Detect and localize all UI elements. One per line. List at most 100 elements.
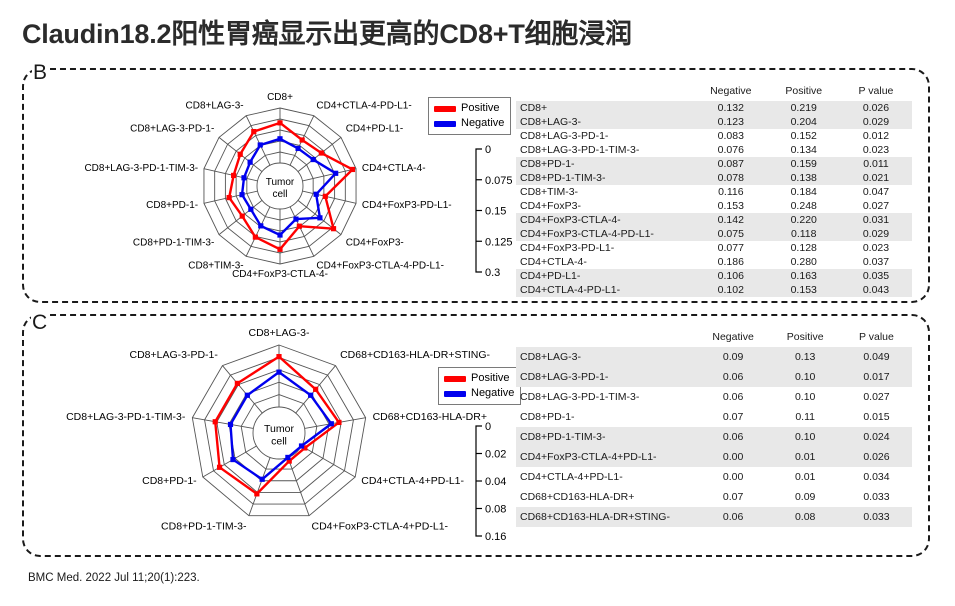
table-cell: 0.06 <box>722 371 744 383</box>
table-cell: CD8+PD-1- <box>520 411 575 423</box>
table-cell: 0.012 <box>862 130 890 142</box>
radar-data-point <box>295 145 301 152</box>
scale-tick-label: 0.08 <box>485 504 506 516</box>
panel-b-letter: B <box>32 61 49 84</box>
radar-spoke <box>203 168 258 182</box>
table-cell: CD4+PD-L1- <box>520 270 581 282</box>
table-cell: 0.017 <box>863 371 890 383</box>
radar-data-point <box>317 215 323 221</box>
radar-axis-label: CD8+LAG-3-PD-1- <box>130 124 214 135</box>
column-header: Positive <box>786 331 824 343</box>
radar-spoke <box>302 168 357 182</box>
legend-swatch-negative <box>434 120 456 127</box>
table-cell: CD4+FoxP3-PD-L1- <box>520 242 615 254</box>
table-cell: 0.10 <box>794 371 816 383</box>
radar-spoke <box>287 457 310 516</box>
panel-c-letter: C <box>31 311 49 334</box>
radar-center-label: Tumor <box>266 177 295 188</box>
table-cell: CD4+CTLA-4+PD-L1- <box>520 471 623 483</box>
table-cell: 0.043 <box>862 284 890 296</box>
table-cell: 0.027 <box>862 200 890 212</box>
table-cell: 0.075 <box>717 228 744 240</box>
table-cell: 0.011 <box>863 158 889 170</box>
scale-tick-label: 0.04 <box>485 476 506 488</box>
radar-grid-ring <box>191 344 367 517</box>
radar-data-point <box>277 136 283 142</box>
radar-data-point <box>230 456 236 463</box>
table-cell: CD68+CD163-HLA-DR+STING- <box>520 511 670 523</box>
radar-data-point <box>322 193 328 199</box>
radar-data-point <box>277 246 283 252</box>
radar-center-circle <box>256 162 304 210</box>
table-cell: 0.015 <box>863 411 890 423</box>
radar-data-point <box>286 458 292 464</box>
legend-swatch-positive <box>434 105 456 112</box>
table-cell: 0.00 <box>722 451 744 463</box>
radar-data-point <box>237 151 243 157</box>
table-cell: CD4+FoxP3-CTLA-4- <box>520 214 621 226</box>
radar-spoke <box>222 365 263 414</box>
radar-data-point <box>252 234 258 240</box>
radar-data-point <box>227 421 234 428</box>
table-cell: 0.076 <box>717 144 744 156</box>
radar-plot: TumorcellCD8+LAG-3-CD68+CD163-HLA-DR+STI… <box>66 327 490 532</box>
table-cell: 0.118 <box>790 228 817 240</box>
radar-center-label: cell <box>272 189 287 200</box>
radar-center-label: Tumor <box>264 423 294 435</box>
scale-tick-label: 0.075 <box>485 175 513 187</box>
table-cell: 0.128 <box>790 242 817 254</box>
table-cell: 0.083 <box>717 130 744 142</box>
legend-swatch-positive <box>444 375 466 382</box>
radar-data-point <box>212 419 218 425</box>
radar-plot: TumorcellCD8+CD4+CTLA-4-PD-L1-CD4+PD-L1-… <box>84 92 451 280</box>
radar-data-point <box>254 491 260 497</box>
radar-axis-label: CD68+CD163-HLA-DR+STING- <box>340 349 490 361</box>
radar-axis-label: CD4+FoxP3-CTLA-4- <box>232 269 328 280</box>
radar-data-point <box>231 172 237 179</box>
table-cell: 0.033 <box>863 491 890 503</box>
table-cell: 0.116 <box>718 186 744 198</box>
column-header <box>516 84 694 101</box>
radar-data-point <box>226 195 232 201</box>
table-cell: 0.204 <box>790 116 817 128</box>
scale-tick-label: 0.125 <box>485 236 513 248</box>
table-cell: 0.024 <box>863 431 890 443</box>
scale-tick-label: 0.15 <box>485 206 506 218</box>
table-cell: CD8+TIM-3- <box>520 186 579 198</box>
radar-axis-label: CD4+FoxP3-CTLA-4-PD-L1- <box>316 261 444 272</box>
table-cell: 0.08 <box>794 511 816 523</box>
radar-axis-label: CD8+PD-1- <box>142 475 197 487</box>
table-cell: CD8+PD-1-TIM-3- <box>520 172 606 184</box>
table-cell: 0.034 <box>863 471 890 483</box>
radar-axis-label: CD8+LAG-3-PD-1-TIM-3- <box>66 411 186 423</box>
radar-center-circle <box>252 406 306 460</box>
scale-tick-label: 0.16 <box>485 531 506 543</box>
table-cell: 0.186 <box>717 256 744 268</box>
table-cell: CD8+LAG-3- <box>520 116 581 128</box>
radar-axis-label: CD8+LAG-3- <box>249 328 310 339</box>
table-cell: 0.132 <box>717 102 744 114</box>
table-cell: 0.11 <box>795 411 815 423</box>
radar-grid-ring <box>216 369 342 493</box>
radar-spoke <box>245 206 271 257</box>
legend-label-positive: Positive <box>461 102 500 114</box>
radar-data-point <box>310 156 316 163</box>
legend-row-positive: Positive <box>444 371 514 386</box>
table-cell: CD4+CTLA-4-PD-L1- <box>520 284 621 296</box>
table-cell: CD68+CD163-HLA-DR+ <box>520 491 635 503</box>
radar-data-point <box>277 232 283 238</box>
table-cell: CD8+LAG-3- <box>520 351 581 363</box>
